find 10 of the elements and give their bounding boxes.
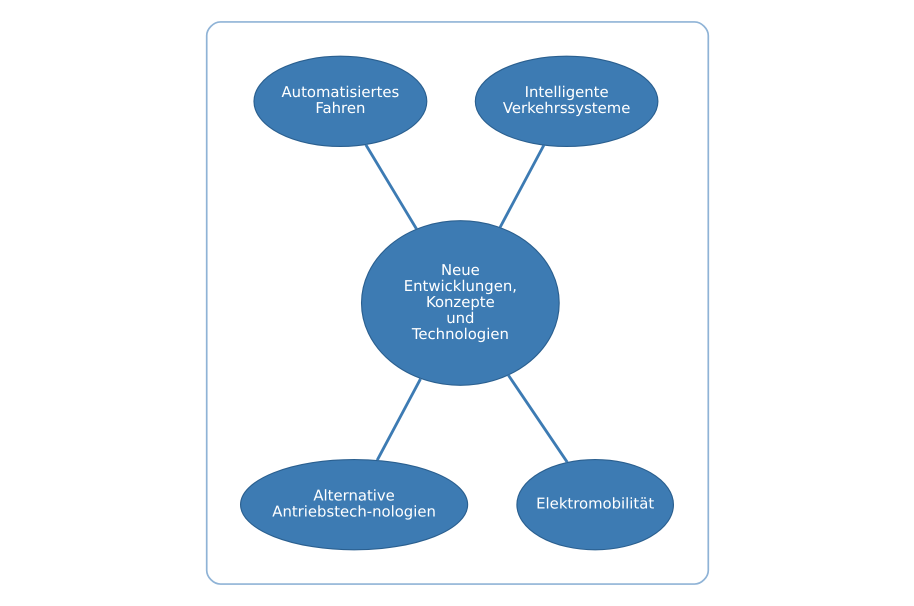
connector: [498, 144, 545, 228]
connector: [506, 374, 568, 463]
connector: [364, 144, 418, 230]
node-ellipse: Automatisiertes Fahren: [252, 56, 427, 148]
cluster: [205, 21, 709, 585]
node-ellipse: Intelligente Verkehrssysteme: [474, 56, 658, 148]
node-ellipse: Elektromobilität: [516, 458, 674, 550]
node-ellipse: Alternative Antriebstech-nologien: [240, 458, 468, 550]
node-ellipse: Neue Entwicklungen, Konzepte und Technologien: [360, 220, 560, 386]
connector: [375, 378, 422, 461]
